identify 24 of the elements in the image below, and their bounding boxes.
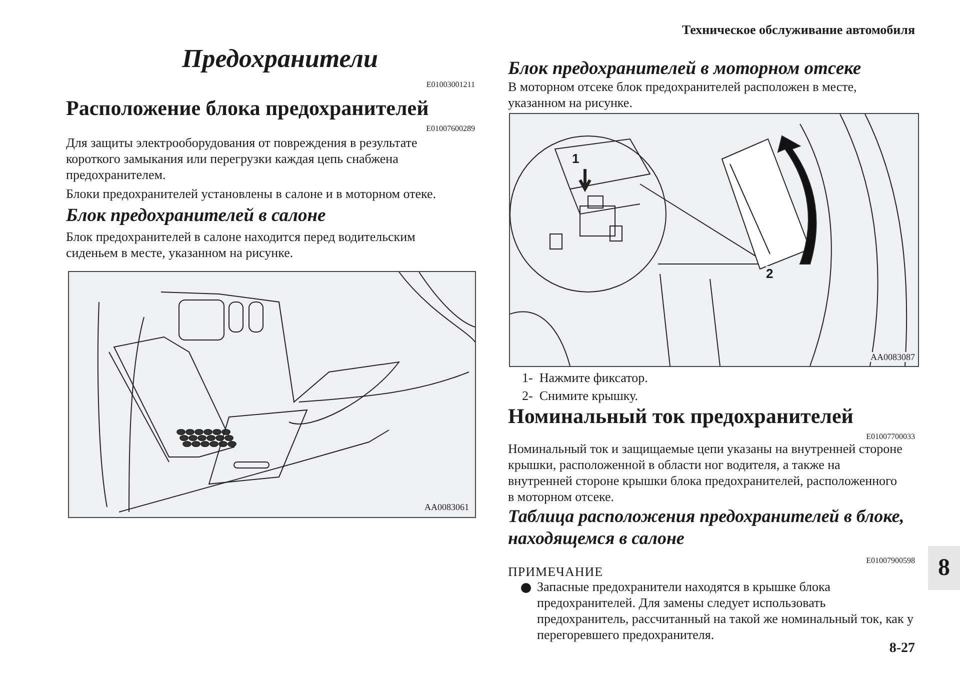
subsection-heading: Блок предохранителей в моторном отсеке <box>508 58 862 80</box>
reference-code: E01007600289 <box>425 124 475 134</box>
body-paragraph: В моторном отсеке блок предохранителей расположен в месте, указанном на рисунке. <box>508 79 858 111</box>
chapter-tab: 8 <box>928 546 960 590</box>
note-text: Запасные предохранители находятся в крышке блока предохранителей. Для замены следует использовать предохранитель, рассчитанный на такой же номинальный ток, как у перегоревшего предохранителя. <box>537 579 915 642</box>
body-paragraph: Для защиты электрооборудования от повреждения в результате короткого замыкания или перегрузки каждая цепь снабжена предохранителем. <box>66 135 418 183</box>
callout-number: 1 <box>572 151 580 167</box>
step-text: 2- Снимите крышку. <box>522 388 639 404</box>
section-heading: Номинальный ток предохранителей <box>508 404 854 428</box>
body-paragraph: Блоки предохранителей установлены в салоне и в моторном отеке. <box>66 186 438 202</box>
page-header: Техническое обслуживание автомобиля <box>680 22 915 38</box>
section-heading: Расположение блока предохранителей <box>66 96 430 120</box>
subsection-heading: Таблица расположения предохранителей в блоке, находящемся в салоне <box>508 505 906 549</box>
body-paragraph: Блок предохранителей в салоне находится перед водительским сиденьем в месте, указанном на рисунке. <box>66 229 416 261</box>
subsection-heading: Блок предохранителей в салоне <box>66 205 327 227</box>
reference-code: E01007900598 <box>865 556 915 566</box>
figure-code: AA0083061 <box>424 502 469 512</box>
note-heading: ПРИМЕЧАНИЕ <box>508 564 604 580</box>
reference-code: E01007700033 <box>865 432 915 442</box>
page-title: Предохранители <box>180 44 379 74</box>
body-paragraph: Номинальный ток и защищаемые цепи указаны на внутренней стороне крышки, расположенной в области ног водителя, а также на внутренней стороне крышки блока предохранителей, расположенного в моторном отсеке. <box>508 441 903 505</box>
step-text: 1- Нажмите фиксатор. <box>522 370 649 386</box>
page-number: 8-27 <box>888 641 915 657</box>
reference-code: E01003001211 <box>425 80 475 90</box>
